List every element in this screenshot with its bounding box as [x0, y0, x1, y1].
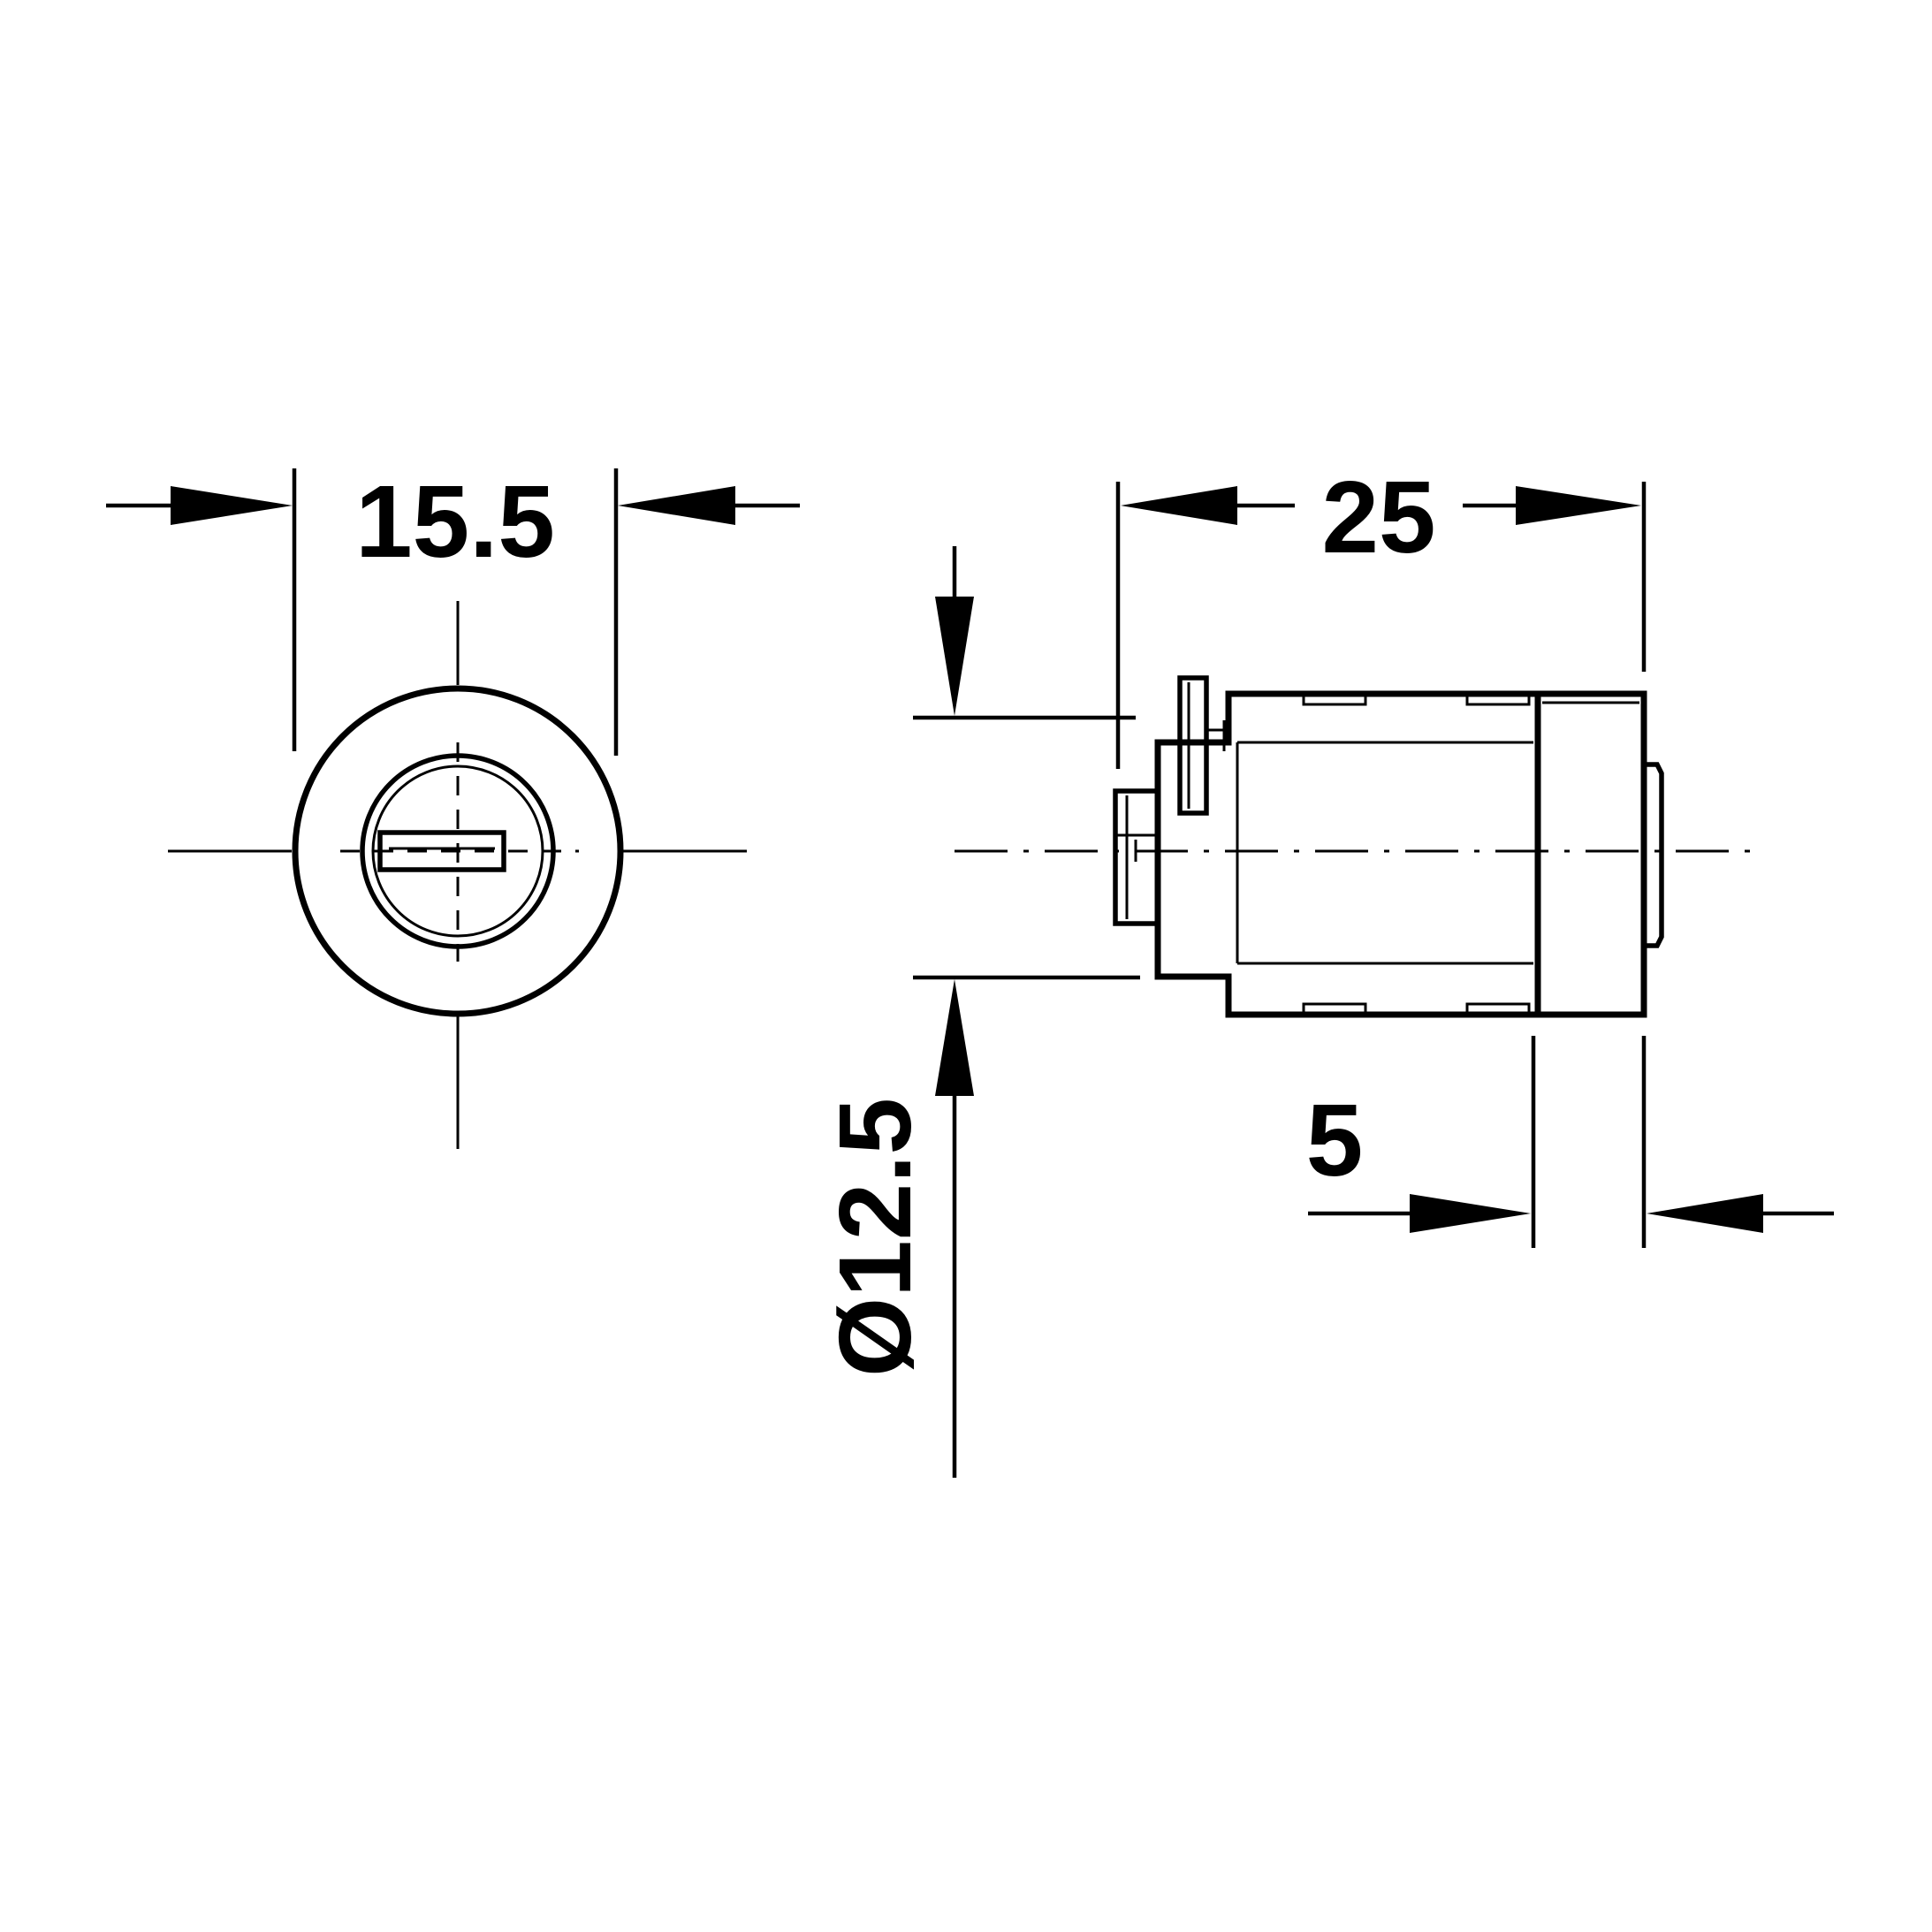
arrowhead-left	[1410, 1194, 1531, 1233]
arrowhead-right	[618, 486, 735, 525]
dimension-label-5: 5	[1306, 1083, 1364, 1198]
side-view: 25 Ø12.5 5	[818, 460, 1834, 1478]
notch-bottom-1	[1302, 1002, 1367, 1015]
front-view: 15.5	[106, 464, 800, 1149]
arrowhead-bottom	[935, 979, 974, 1096]
dimension-flange-thickness: 5	[1306, 1036, 1834, 1248]
arrowhead-left	[171, 486, 293, 525]
dimension-front-width: 15.5	[106, 464, 800, 756]
plug-face	[1644, 762, 1664, 948]
dimension-diameter: Ø12.5	[818, 546, 1140, 1478]
cam-plate	[1177, 675, 1209, 816]
flange-outer-circle	[292, 685, 624, 1017]
flange	[1534, 690, 1647, 1018]
rear-spindle	[1113, 788, 1160, 926]
dimension-label-25: 25	[1321, 460, 1435, 574]
dimension-label-diameter: Ø12.5	[818, 1098, 932, 1377]
notch-top-1	[1302, 694, 1367, 706]
notch-top-2	[1465, 694, 1531, 706]
arrowhead-left	[1121, 486, 1237, 525]
dimension-body-length: 25	[1115, 460, 1647, 769]
arrowhead-right	[1516, 486, 1641, 525]
notch-bottom-2	[1465, 1002, 1531, 1015]
arrowhead-right	[1647, 1194, 1763, 1233]
arrowhead-top	[935, 597, 974, 716]
lock-body	[1113, 675, 1664, 1018]
dimension-label-15-5: 15.5	[355, 464, 555, 579]
